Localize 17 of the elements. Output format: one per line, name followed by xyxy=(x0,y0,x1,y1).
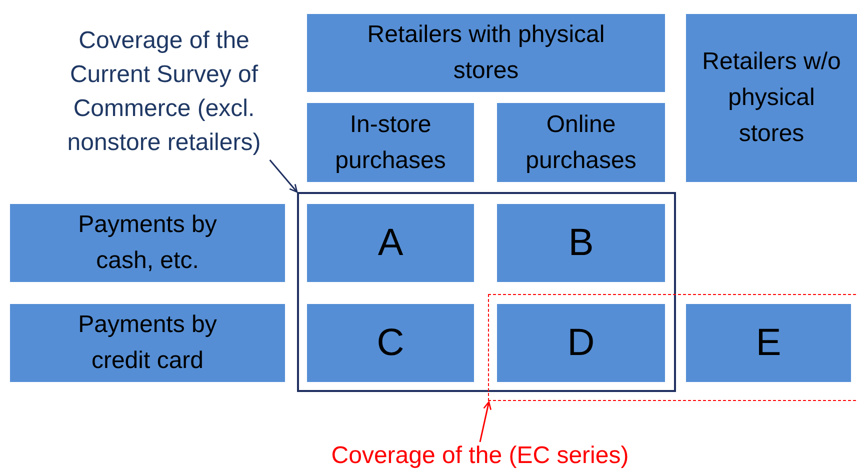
coverage-region xyxy=(297,192,676,392)
coverage-region xyxy=(487,293,857,402)
quadrant-box: E xyxy=(686,304,851,382)
quadrant-box: B xyxy=(497,204,665,282)
annotation-text: Coverage of the (EC series) xyxy=(130,440,830,472)
quadrant-box: A xyxy=(307,204,474,282)
category-box: Retailers with physical stores xyxy=(307,14,665,92)
category-box: Payments by cash, etc. xyxy=(10,204,285,282)
leader-arrow xyxy=(479,401,492,442)
leader-arrow xyxy=(269,160,298,193)
quadrant-box: D xyxy=(497,304,665,382)
category-box: Online purchases xyxy=(497,103,665,182)
category-box: In-store purchases xyxy=(307,103,474,182)
category-box: Payments by credit card xyxy=(10,304,285,382)
annotation-text: Coverage of the Current Survey of Commerce (excl. nonstore retailers) xyxy=(38,24,290,160)
category-box: Retailers w/o physical stores xyxy=(686,14,857,182)
quadrant-box: C xyxy=(307,304,474,382)
